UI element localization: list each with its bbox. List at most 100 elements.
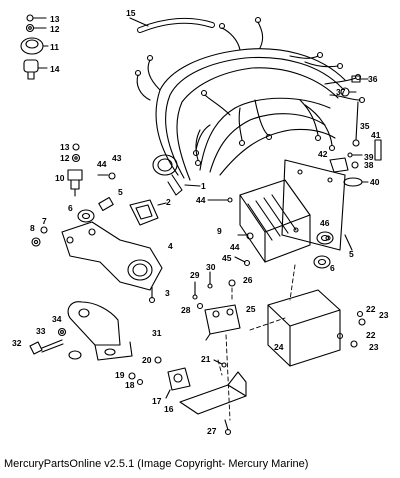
part-6-grommet-right	[313, 255, 331, 269]
callout-30: 30	[206, 262, 216, 272]
part-16-bracket	[179, 371, 247, 415]
part-12-washer-lower	[71, 153, 81, 163]
part-19-nut	[128, 372, 136, 380]
callout-10: 10	[55, 173, 65, 183]
part-11-sender	[20, 37, 49, 55]
callout-31: 31	[152, 328, 162, 338]
part-7-washer	[40, 226, 48, 234]
callout-41: 41	[371, 130, 381, 140]
part-17-circuit-breaker	[165, 367, 191, 399]
part-41-clip	[374, 139, 382, 161]
callout-21: 21	[201, 354, 211, 364]
part-27-screw	[224, 419, 232, 436]
part-6-grommet	[77, 209, 95, 223]
copyright-footer: MercuryPartsOnline v2.5.1 (Image Copyrig…	[4, 458, 309, 470]
part-34-spacer	[68, 350, 82, 360]
callout-39: 39	[364, 152, 374, 162]
callout-22-bottom: 22	[366, 330, 376, 340]
module-mount-plate	[281, 159, 346, 251]
part-37-nut	[340, 87, 357, 97]
callout-32: 32	[12, 338, 22, 348]
part-38-nut	[351, 161, 359, 169]
part-25-solenoid	[204, 304, 241, 341]
callout-44-left: 44	[97, 159, 107, 169]
part-42-bracket	[329, 157, 349, 173]
callout-46: 46	[320, 218, 330, 228]
callout-13-mid: 13	[60, 142, 70, 152]
callout-26: 26	[243, 275, 253, 285]
callout-5-right: 5	[349, 249, 354, 259]
part-5-stud	[98, 196, 114, 212]
callout-2: 2	[166, 197, 171, 207]
part-15-conduit	[129, 17, 215, 33]
callout-33: 33	[36, 326, 46, 336]
callout-19: 19	[115, 370, 125, 380]
callout-8: 8	[30, 223, 35, 233]
callout-4: 4	[168, 241, 173, 251]
part-35-lead	[352, 101, 360, 147]
part-46-grommet	[316, 231, 334, 245]
callout-35: 35	[360, 121, 370, 131]
callout-12-top: 12	[50, 24, 60, 34]
callout-3: 3	[165, 288, 170, 298]
part-26-nut	[228, 279, 236, 287]
part-1-wiring-harness	[134, 16, 366, 196]
callout-1: 1	[201, 181, 206, 191]
part-39-screw	[347, 152, 363, 158]
part-45-screw	[234, 256, 251, 267]
part-23-nut-a	[358, 318, 366, 326]
part-44-screw-mid	[207, 197, 233, 203]
callout-20: 20	[142, 355, 152, 365]
part-3-screw	[148, 286, 156, 304]
callout-17: 17	[152, 396, 162, 406]
part-13-nut	[26, 14, 47, 22]
part-14-switch	[23, 59, 48, 80]
callout-40: 40	[370, 177, 380, 187]
callout-36: 36	[368, 74, 378, 84]
part-33-washer	[57, 327, 67, 337]
callout-22-top: 22	[366, 304, 376, 314]
callout-16: 16	[164, 404, 174, 414]
part-12-washer	[25, 23, 47, 33]
part-4-mounting-bracket	[61, 221, 163, 291]
callout-13-top: 13	[50, 14, 60, 24]
part-24-cover	[267, 289, 341, 367]
callout-18: 18	[125, 380, 135, 390]
part-30-screw	[207, 271, 213, 289]
part-43-nut	[108, 172, 116, 180]
part-29-screw	[192, 281, 198, 300]
callout-29: 29	[190, 270, 200, 280]
callout-9: 9	[217, 226, 222, 236]
callout-38: 38	[364, 160, 374, 170]
part-22-washer-a	[356, 310, 364, 318]
callout-5-left: 5	[118, 187, 123, 197]
callout-27: 27	[207, 426, 217, 436]
part-31-engine-bracket	[67, 301, 133, 361]
part-40-ring-terminal	[343, 177, 369, 187]
callout-37: 37	[336, 87, 346, 97]
part-13-nut-lower	[72, 143, 80, 151]
part-28-washer	[196, 302, 204, 310]
part-18-washer	[136, 378, 144, 386]
callout-42: 42	[318, 149, 328, 159]
part-44-screw-lower	[237, 232, 254, 240]
callout-14: 14	[50, 64, 60, 74]
callout-45: 45	[222, 253, 232, 263]
part-21-screw	[213, 359, 227, 368]
callout-43: 43	[112, 153, 122, 163]
callout-23-top: 23	[379, 310, 389, 320]
callout-11: 11	[50, 42, 59, 52]
part-5-stud-right	[344, 234, 353, 251]
part-32-bolt	[29, 339, 64, 355]
part-9-control-module	[239, 179, 311, 263]
part-20-washer	[154, 356, 162, 364]
part-10-sender	[67, 169, 83, 197]
part-8-nut	[31, 237, 41, 247]
callout-44-low: 44	[230, 242, 240, 252]
callout-12-mid: 12	[60, 153, 70, 163]
callout-6-left: 6	[68, 203, 73, 213]
callout-15: 15	[126, 8, 136, 18]
callout-34: 34	[52, 314, 62, 324]
